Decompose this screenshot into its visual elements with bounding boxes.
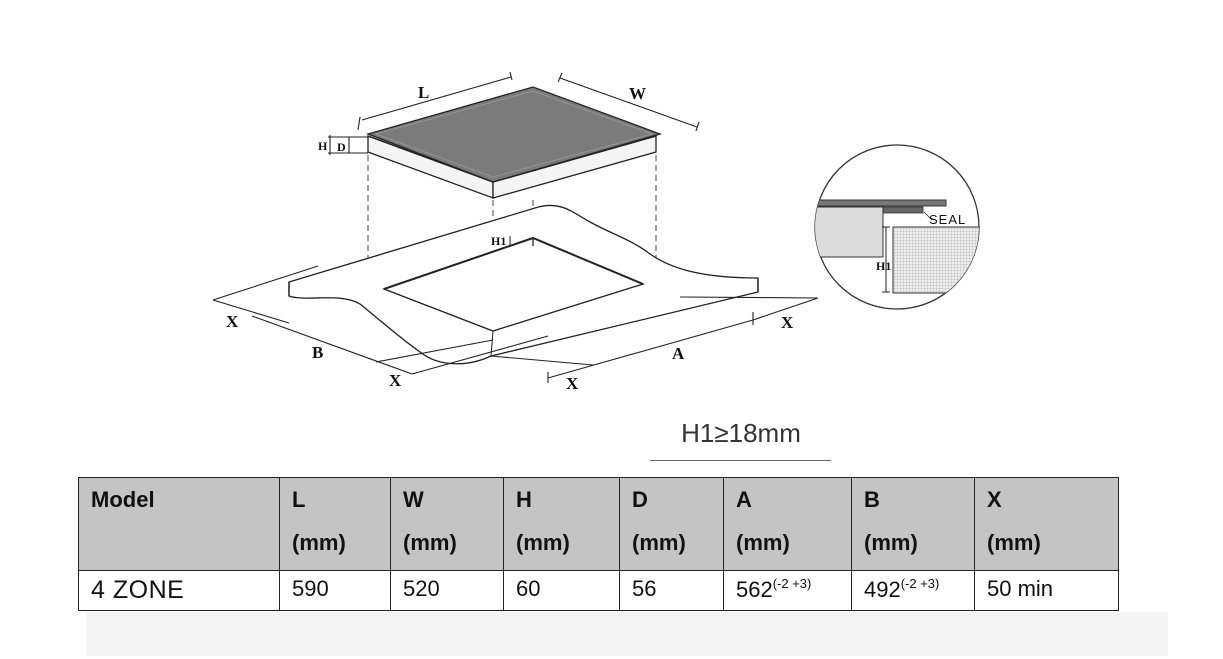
dim-l bbox=[357, 71, 513, 131]
header-h: H(mm) bbox=[503, 477, 620, 571]
h1-requirement-note: H1≥18mm bbox=[681, 418, 801, 448]
table-header-row: Model L(mm) W(mm) H(mm) D(mm) A(mm) B(mm… bbox=[78, 477, 1119, 571]
header-x: X(mm) bbox=[974, 477, 1119, 571]
note-underline bbox=[650, 460, 831, 461]
cell-a-tolerance: (-2 +3) bbox=[772, 576, 812, 591]
worktop-drawing bbox=[288, 204, 759, 365]
cell-h: 60 bbox=[503, 570, 620, 611]
dim-h-d bbox=[328, 135, 368, 155]
label-d: D bbox=[337, 140, 346, 154]
label-b: B bbox=[312, 343, 323, 362]
seal-detail bbox=[814, 144, 980, 310]
label-x-right: X bbox=[781, 313, 794, 332]
cell-a: 562(-2 +3) bbox=[723, 570, 852, 611]
label-x-bottom: X bbox=[389, 371, 402, 390]
cell-x: 50 min bbox=[974, 570, 1119, 611]
background-panel bbox=[86, 612, 1168, 656]
cell-w: 520 bbox=[390, 570, 504, 611]
label-w: W bbox=[629, 84, 646, 103]
label-h1-detail: H1 bbox=[876, 259, 891, 273]
label-x-front: X bbox=[566, 374, 579, 393]
hob-drawing bbox=[365, 86, 663, 199]
cell-b-tolerance: (-2 +3) bbox=[900, 576, 940, 591]
label-h1-worktop: H1 bbox=[491, 234, 506, 248]
label-l: L bbox=[418, 83, 429, 102]
label-h: H bbox=[318, 139, 328, 153]
label-x-left: X bbox=[226, 312, 239, 331]
dimensions-table: Model L(mm) W(mm) H(mm) D(mm) A(mm) B(mm… bbox=[78, 477, 1119, 611]
label-seal: SEAL bbox=[929, 212, 966, 227]
header-d: D(mm) bbox=[619, 477, 724, 571]
dim-w bbox=[557, 72, 700, 132]
installation-diagram: L W H D H1 bbox=[212, 71, 980, 393]
header-w: W(mm) bbox=[390, 477, 504, 571]
header-model: Model bbox=[78, 477, 280, 571]
cell-d: 56 bbox=[619, 570, 724, 611]
header-l: L(mm) bbox=[279, 477, 391, 571]
table-row: 4 ZONE 590 520 60 56 562(-2 +3) 492(-2 +… bbox=[78, 570, 1119, 611]
label-a: A bbox=[672, 344, 685, 363]
header-a: A(mm) bbox=[723, 477, 852, 571]
dim-a-b-x bbox=[212, 265, 819, 383]
cell-model: 4 ZONE bbox=[78, 570, 280, 611]
cell-l: 590 bbox=[279, 570, 391, 611]
cell-b: 492(-2 +3) bbox=[851, 570, 975, 611]
header-b: B(mm) bbox=[851, 477, 975, 571]
